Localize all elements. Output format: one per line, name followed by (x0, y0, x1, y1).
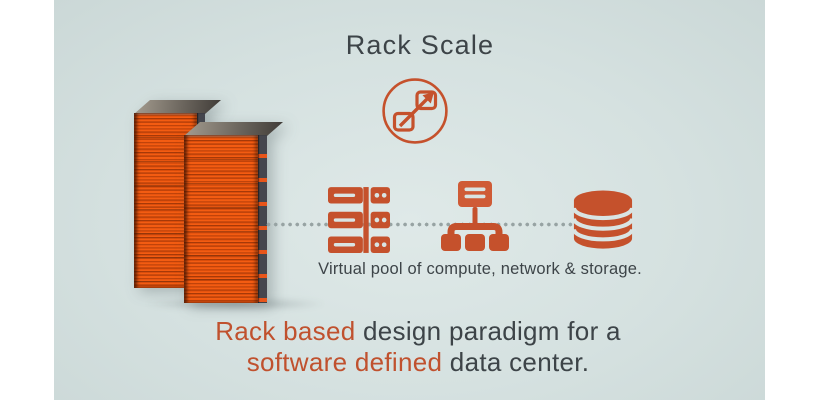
compute-servers-icon-svg (328, 187, 390, 253)
tagline-highlight-1: Rack based (215, 316, 356, 346)
background-panel: Rack Scale (54, 0, 765, 400)
scale-expand-icon (381, 77, 449, 145)
tagline-line-2: software defined data center. (118, 347, 718, 378)
tagline-line-1: Rack based design paradigm for a (118, 316, 718, 347)
tagline-highlight-2: software defined (246, 347, 443, 377)
storage-database-icon (571, 189, 635, 251)
rack-side-rail (258, 135, 267, 303)
tagline: Rack based design paradigm for a softwar… (118, 316, 718, 378)
rack-front-face (184, 135, 258, 303)
tagline-rest-2: data center. (442, 347, 590, 377)
rack-top-face (134, 100, 221, 114)
server-rack-front (184, 122, 283, 304)
rack-top-face (184, 122, 283, 136)
compute-servers-icon (328, 186, 390, 254)
network-topology-icon-svg (441, 181, 509, 251)
pool-caption: Virtual pool of compute, network & stora… (318, 260, 642, 278)
tagline-rest-1: design paradigm for a (355, 316, 621, 346)
scale-expand-icon-svg (382, 78, 448, 144)
network-topology-icon (438, 181, 512, 251)
page-title: Rack Scale (345, 30, 495, 60)
storage-database-icon-svg (571, 190, 635, 249)
dotted-connector-line (266, 222, 584, 227)
